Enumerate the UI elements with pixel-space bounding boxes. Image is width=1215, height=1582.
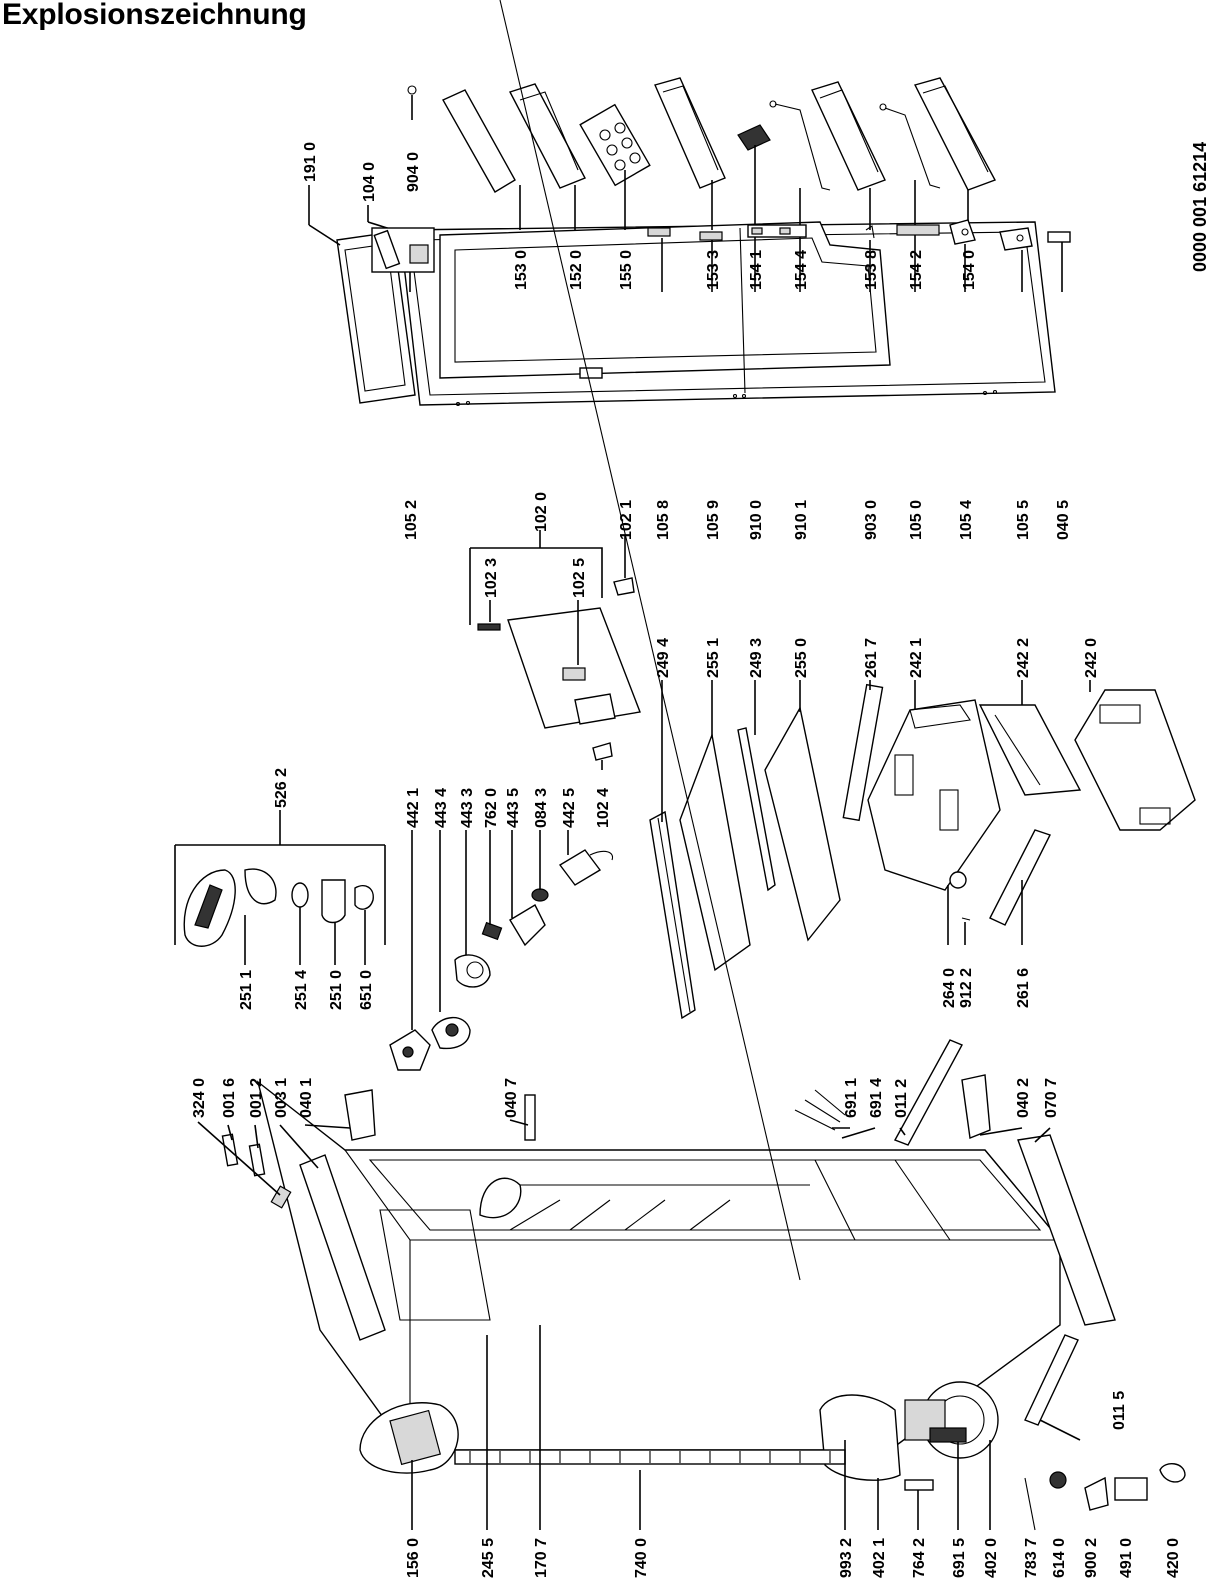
label-526-2: 526 2: [273, 768, 290, 808]
door-leaders: [308, 95, 969, 246]
label-102-5: 102 5: [571, 558, 588, 598]
document-number: 0000 001 61214: [1190, 142, 1210, 272]
label-001-6: 001 6: [221, 1078, 238, 1118]
label-249-3: 249 3: [748, 638, 765, 678]
label-903-0: 903 0: [863, 500, 880, 540]
label-912-2: 912 2: [958, 968, 975, 1008]
label-105-5: 105 5: [1015, 500, 1032, 540]
label-443-5: 443 5: [505, 788, 522, 828]
label-040-2: 040 2: [1015, 1078, 1032, 1118]
label-105-2: 105 2: [403, 500, 420, 540]
label-764-2: 764 2: [911, 1538, 928, 1578]
label-402-0: 402 0: [983, 1538, 1000, 1578]
label-153-0: 153 0: [513, 250, 530, 290]
label-102-1: 102 1: [618, 500, 635, 540]
label-245-5: 245 5: [480, 1538, 497, 1578]
label-255-0: 255 0: [793, 638, 810, 678]
label-242-2: 242 2: [1015, 638, 1032, 678]
page-title: Explosionszeichnung: [2, 0, 307, 31]
label-003-1: 003 1: [273, 1078, 290, 1118]
label-740-0: 740 0: [633, 1538, 650, 1578]
label-011-2: 011 2: [893, 1079, 910, 1118]
label-443-3: 443 3: [459, 788, 476, 828]
label-691-1: 691 1: [843, 1078, 860, 1118]
label-191-0: 191 0: [302, 142, 319, 182]
label-910-1: 910 1: [793, 500, 810, 540]
label-783-7: 783 7: [1023, 1538, 1040, 1578]
label-249-4: 249 4: [655, 638, 672, 678]
label-156-0: 156 0: [405, 1538, 422, 1578]
label-102-0: 102 0: [533, 492, 550, 532]
label-011-5: 011 5: [1111, 1391, 1128, 1430]
label-040-7: 040 7: [503, 1078, 520, 1118]
label-170-7: 170 7: [533, 1538, 550, 1578]
label-105-4: 105 4: [958, 500, 975, 540]
label-154-0: 154 0: [961, 250, 978, 290]
label-154-4: 154 4: [793, 250, 810, 290]
label-261-7: 261 7: [863, 638, 880, 678]
cabinet-body: [197, 0, 1186, 1531]
label-691-4: 691 4: [868, 1078, 885, 1118]
label-651-0: 651 0: [358, 970, 375, 1010]
control-small-parts: [371, 219, 1071, 292]
label-105-9: 105 9: [705, 500, 722, 540]
label-261-6: 261 6: [1015, 968, 1032, 1008]
label-153-3: 153 3: [705, 250, 722, 290]
door-shelves: [407, 77, 996, 193]
label-443-4: 443 4: [433, 788, 450, 828]
part-labels: 191 0 104 0 904 0 153 0 152 0 155 0 153 …: [191, 142, 1210, 1578]
label-264-0: 264 0: [941, 968, 958, 1008]
label-255-1: 255 1: [705, 638, 722, 678]
label-324-0: 324 0: [191, 1078, 208, 1118]
label-153-8: 153 8: [863, 250, 880, 290]
label-442-5: 442 5: [561, 788, 578, 828]
label-402-1: 402 1: [871, 1538, 888, 1578]
label-251-0: 251 0: [328, 970, 345, 1010]
door-inner-liner: [439, 221, 891, 379]
door-assembly: [308, 77, 1056, 407]
label-040-5: 040 5: [1055, 500, 1072, 540]
label-993-2: 993 2: [838, 1538, 855, 1578]
label-762-0: 762 0: [483, 788, 500, 828]
label-102-3: 102 3: [483, 558, 500, 598]
label-491-0: 491 0: [1118, 1538, 1135, 1578]
label-691-5: 691 5: [951, 1538, 968, 1578]
label-420-0: 420 0: [1165, 1538, 1182, 1578]
fan-assembly: [174, 810, 614, 1071]
label-154-2: 154 2: [908, 250, 925, 290]
label-251-1: 251 1: [238, 970, 255, 1010]
label-070-7: 070 7: [1043, 1078, 1060, 1118]
drawers: [842, 680, 1196, 945]
control-panel-cover: [469, 530, 641, 770]
label-242-0: 242 0: [1083, 638, 1100, 678]
label-154-1: 154 1: [748, 250, 765, 290]
shelves-glass: [649, 680, 841, 1020]
label-900-2: 900 2: [1083, 1538, 1100, 1578]
label-614-0: 614 0: [1051, 1538, 1068, 1578]
label-904-0: 904 0: [405, 152, 422, 192]
label-152-0: 152 0: [568, 250, 585, 290]
label-251-4: 251 4: [293, 970, 310, 1010]
door-screws: [455, 389, 998, 407]
label-442-1: 442 1: [405, 788, 422, 828]
label-910-0: 910 0: [748, 500, 765, 540]
label-040-1: 040 1: [298, 1078, 315, 1118]
label-242-1: 242 1: [908, 638, 925, 678]
label-084-3: 084 3: [533, 788, 550, 828]
label-102-4: 102 4: [595, 788, 612, 828]
label-105-8: 105 8: [655, 500, 672, 540]
label-155-0: 155 0: [618, 250, 635, 290]
label-104-0: 104 0: [361, 162, 378, 202]
label-105-0: 105 0: [908, 500, 925, 540]
label-001-2: 001 2: [248, 1078, 265, 1118]
